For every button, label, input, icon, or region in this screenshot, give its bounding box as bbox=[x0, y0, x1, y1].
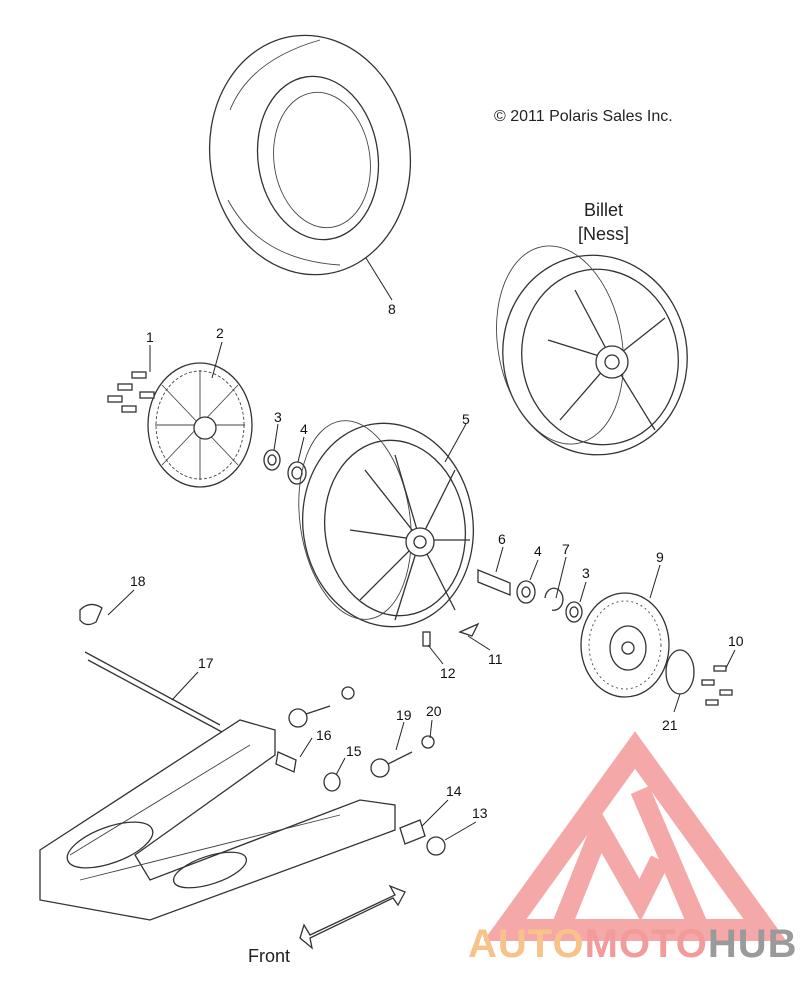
callout-10: 10 bbox=[728, 633, 744, 649]
leader-lines bbox=[107, 257, 736, 841]
callout-18: 18 bbox=[130, 573, 146, 589]
watermark-logo-icon bbox=[483, 731, 787, 941]
callout-3: 3 bbox=[274, 409, 282, 425]
watermark-brand: AUTOMOTOHUB bbox=[468, 922, 798, 967]
rear-wheel bbox=[298, 420, 475, 628]
callout-6: 6 bbox=[498, 531, 506, 547]
front-label: Front bbox=[248, 946, 291, 966]
callout-12: 12 bbox=[440, 665, 456, 681]
callout-7: 7 bbox=[562, 541, 570, 557]
tone-ring-and-bolts bbox=[665, 649, 733, 706]
callout-4: 4 bbox=[300, 421, 308, 437]
axle-spacer-group bbox=[477, 569, 583, 623]
callout-21: 21 bbox=[662, 717, 678, 733]
watermark-part-3: HUB bbox=[707, 922, 798, 966]
callout-13: 13 bbox=[472, 805, 488, 821]
drive-sprocket bbox=[147, 362, 253, 488]
sprocket-bolts bbox=[107, 371, 155, 413]
bearings-left bbox=[263, 449, 307, 485]
billet-wheel bbox=[496, 245, 688, 456]
callout-5: 5 bbox=[462, 411, 470, 427]
callout-1: 1 bbox=[146, 329, 154, 345]
callout-2: 2 bbox=[216, 325, 224, 341]
front-arrow-icon bbox=[299, 884, 406, 950]
tire bbox=[208, 34, 412, 276]
callout-17: 17 bbox=[198, 655, 214, 671]
watermark-part-2: MOTO bbox=[584, 922, 708, 966]
swingarm bbox=[39, 719, 396, 921]
callout-9: 9 bbox=[656, 549, 664, 565]
variant-line-1: Billet bbox=[584, 200, 624, 220]
copyright-text: © 2011 Polaris Sales Inc. bbox=[494, 108, 673, 125]
brake-disc bbox=[580, 592, 670, 698]
callout-11: 11 bbox=[488, 651, 503, 667]
axle bbox=[79, 603, 223, 733]
valve-and-weight bbox=[422, 622, 480, 647]
callout-8: 8 bbox=[388, 301, 396, 317]
variant-line-2: [Ness] bbox=[578, 224, 630, 244]
variant-label: Billet [Ness] bbox=[578, 198, 629, 246]
callout-20: 20 bbox=[426, 703, 442, 719]
swingarm-hardware bbox=[275, 686, 446, 856]
watermark-part-1: AUTO bbox=[468, 922, 585, 966]
callout-15: 15 bbox=[346, 743, 362, 759]
callout-3b: 3 bbox=[582, 565, 590, 581]
callout-14: 14 bbox=[446, 783, 462, 799]
callout-19: 19 bbox=[396, 707, 412, 723]
callout-numbers: 1 2 3 4 5 6 4 7 3 9 10 21 11 12 18 17 16… bbox=[130, 301, 744, 821]
callout-4b: 4 bbox=[534, 543, 542, 559]
callout-16: 16 bbox=[316, 727, 332, 743]
